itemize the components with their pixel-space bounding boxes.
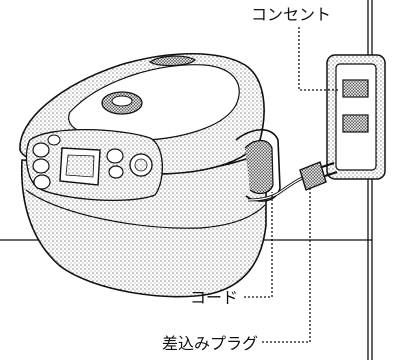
wall-outlet-icon [326,54,386,180]
outlet-label: コンセント [251,5,332,24]
power-cord [247,174,309,202]
rice-cooker-illustration [19,52,281,298]
power-plug-icon [299,161,338,191]
plug-label: 差込みプラグ [162,334,259,353]
cord-label: コード [190,288,239,307]
leader-lines [244,27,340,343]
